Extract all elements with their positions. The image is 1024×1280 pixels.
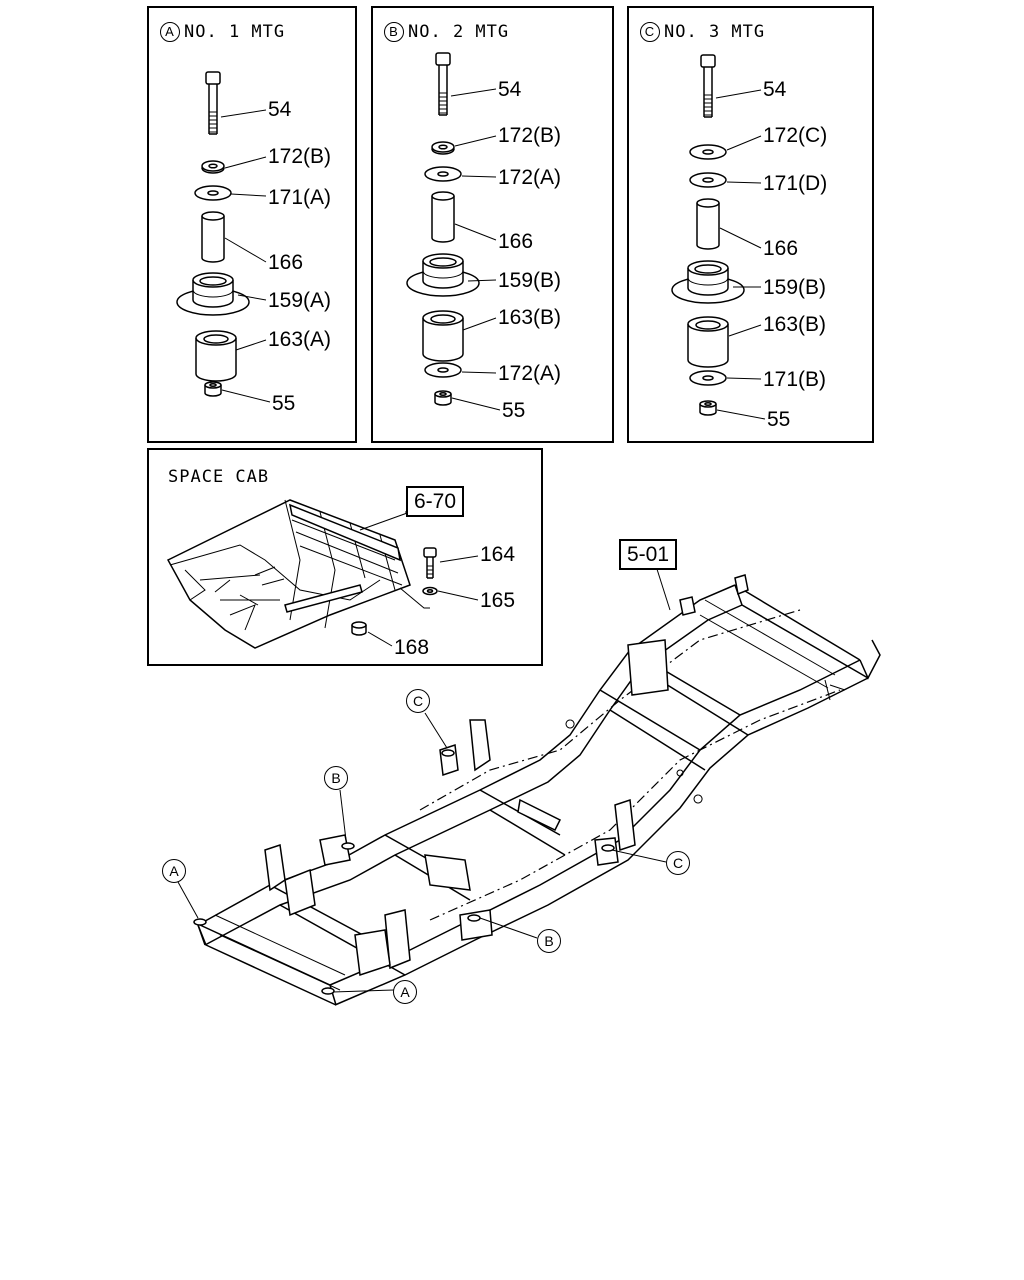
label-b-172a-top: 172(A) bbox=[498, 166, 562, 189]
panel-a-title-text: NO. 1 MTG bbox=[184, 22, 286, 42]
label-a-171a: 171(A) bbox=[268, 186, 332, 209]
label-a-172b: 172(B) bbox=[268, 145, 332, 168]
label-c-172c: 172(C) bbox=[763, 124, 828, 147]
label-b-172b: 172(B) bbox=[498, 124, 562, 147]
panel-c-title-text: NO. 3 MTG bbox=[664, 22, 766, 42]
label-c-55: 55 bbox=[767, 408, 791, 431]
callout-c-left[interactable]: C bbox=[406, 689, 430, 713]
label-a-54: 54 bbox=[268, 98, 292, 121]
label-c-171d: 171(D) bbox=[763, 172, 828, 195]
label-c-166: 166 bbox=[763, 237, 799, 260]
callout-leaders bbox=[177, 712, 667, 993]
label-b-159b: 159(B) bbox=[498, 269, 562, 292]
ref-box-6-70[interactable]: 6-70 bbox=[406, 486, 465, 518]
callout-c-right[interactable]: C bbox=[666, 851, 690, 875]
label-c-163b: 163(B) bbox=[763, 313, 827, 336]
callout-b-right[interactable]: B bbox=[537, 929, 561, 953]
label-a-55: 55 bbox=[272, 392, 296, 415]
space-cab-title: SPACE CAB bbox=[168, 467, 270, 487]
label-b-163b: 163(B) bbox=[498, 306, 562, 329]
label-c-159b: 159(B) bbox=[763, 276, 827, 299]
label-b-54: 54 bbox=[498, 78, 522, 101]
label-168: 168 bbox=[394, 636, 430, 659]
panel-c-exploded-parts bbox=[671, 54, 766, 420]
label-b-55: 55 bbox=[502, 399, 526, 422]
panel-a-circle-letter: A bbox=[160, 22, 180, 42]
label-c-54: 54 bbox=[763, 78, 787, 101]
panel-b-exploded-parts bbox=[406, 52, 501, 411]
label-a-163a: 163(A) bbox=[268, 328, 332, 351]
label-b-166: 166 bbox=[498, 230, 534, 253]
panel-a-exploded-parts bbox=[176, 71, 271, 403]
callout-b-left[interactable]: B bbox=[324, 766, 348, 790]
ref-5-01-leader bbox=[655, 565, 671, 611]
label-a-159a: 159(A) bbox=[268, 289, 332, 312]
label-a-166: 166 bbox=[268, 251, 304, 274]
label-b-172a-bottom: 172(A) bbox=[498, 362, 562, 385]
label-c-171b: 171(B) bbox=[763, 368, 827, 391]
label-164: 164 bbox=[480, 543, 516, 566]
label-165: 165 bbox=[480, 589, 516, 612]
space-cab-floor-drawing bbox=[166, 499, 430, 649]
ref-box-5-01[interactable]: 5-01 bbox=[619, 539, 678, 571]
panel-c-circle-letter: C bbox=[640, 22, 660, 42]
callout-a-left[interactable]: A bbox=[162, 859, 186, 883]
panel-b-circle-letter: B bbox=[384, 22, 404, 42]
space-cab-hardware bbox=[351, 547, 479, 647]
panel-b-title-text: NO. 2 MTG bbox=[408, 22, 510, 42]
chassis-frame-drawing bbox=[193, 574, 881, 1006]
callout-a-right[interactable]: A bbox=[393, 980, 417, 1004]
